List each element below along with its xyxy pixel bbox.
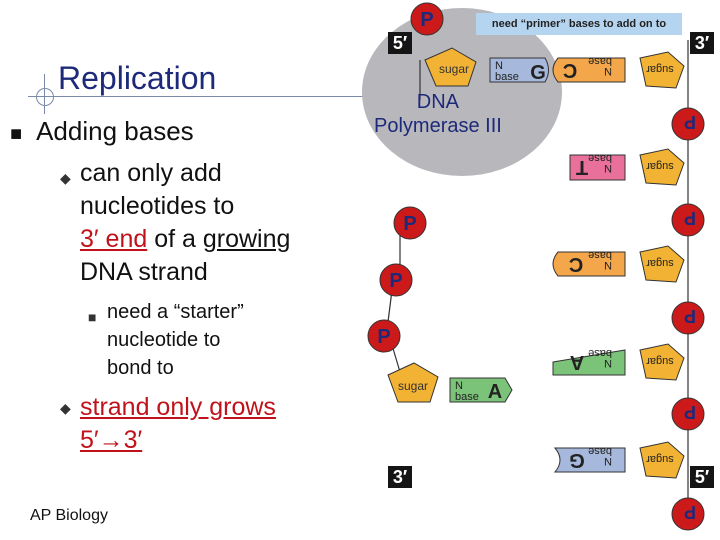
svg-text:N: N [604, 65, 612, 77]
phosphate-top [410, 2, 444, 36]
svg-text:G: G [569, 449, 585, 471]
phosphate-p1: P [393, 206, 427, 240]
subsub-line1: need a “starter” [107, 301, 244, 323]
svg-text:base: base [588, 347, 612, 359]
phosphate-p2-label: P [389, 270, 402, 292]
svg-text:A: A [570, 351, 584, 373]
footer-label: AP Biology [30, 507, 108, 524]
square-bullet-icon: ■ [10, 123, 23, 145]
template-labels: N base sugar P N base sugar P N base sug… [588, 55, 696, 522]
template-nucleotide-5: G [553, 441, 705, 531]
enzyme-label-line2: Polymerase III [374, 115, 502, 137]
phosphate-p2: P [379, 263, 413, 297]
sub1-line1: can only add [80, 159, 222, 187]
template-nucleotide-2: T [569, 148, 705, 237]
svg-text:C: C [563, 59, 577, 81]
svg-text:sugar: sugar [646, 453, 674, 465]
svg-text:sugar: sugar [646, 63, 674, 75]
end-label-top-left: 5′ [388, 32, 412, 54]
svg-text:P: P [684, 112, 696, 132]
sugar-top-label: sugar [439, 62, 469, 76]
sub-bullet-1: can only add nucleotides to 3′ end of a … [80, 157, 290, 289]
bullet-main-text: Adding bases [36, 116, 194, 146]
sugar-bottom-label: sugar [398, 379, 428, 393]
sub1-line3: 3′ end of a growing [80, 223, 290, 256]
bullet-main: ■ Adding bases [10, 116, 194, 147]
enzyme-label: DNA Polymerase III [374, 90, 502, 138]
base-a-bottom [449, 377, 513, 403]
diamond-bullet-icon-2: ◆ [60, 400, 71, 416]
sugar-top [424, 47, 477, 87]
enzyme-label-line1: DNA [416, 91, 460, 113]
svg-text:P: P [684, 208, 696, 228]
sub1-of-a: of a [147, 225, 203, 253]
svg-text:base: base [588, 55, 612, 67]
sugar-bottom [387, 362, 439, 403]
svg-text:sugar: sugar [646, 160, 674, 172]
svg-text:N: N [604, 259, 612, 271]
phosphate-p1-label: P [403, 213, 416, 235]
crosshair-circle [36, 88, 54, 106]
base-g-top [489, 57, 549, 83]
primer-note: need “primer” bases to add on to [476, 13, 682, 35]
sub1-line2: nucleotides to [80, 192, 235, 220]
sub1-end-text: 3′ end [80, 225, 148, 253]
sub2-line2: 5′→3′ [80, 426, 143, 454]
svg-text:base: base [588, 445, 612, 457]
subsub-line3: bond to [107, 357, 174, 379]
diamond-bullet-icon: ◆ [60, 170, 71, 186]
top-nucleotide: P sugar N base G [410, 2, 549, 87]
sub2-line1: strand only grows [80, 393, 276, 421]
template-nucleotide-4: A [552, 343, 705, 431]
base-bottom-n: N [455, 380, 463, 392]
svg-text:N: N [604, 162, 612, 174]
phosphate-p3: P [367, 319, 401, 353]
base-bottom-label: base [455, 391, 479, 403]
sub-sub-bullet: need a “starter” nucleotide to bond to [107, 298, 244, 382]
svg-text:T: T [576, 156, 588, 178]
template-nucleotide-1: C [552, 51, 705, 141]
phosphate-top-label: P [420, 9, 433, 31]
sub1-growing: growing [202, 225, 291, 253]
end-label-bottom-right: 5′ [690, 466, 714, 488]
subsub-line2: nucleotide to [107, 329, 221, 351]
small-square-bullet-icon: ■ [88, 309, 97, 325]
base-top-label: base [495, 71, 519, 83]
svg-text:P: P [684, 502, 696, 522]
svg-text:P: P [684, 306, 696, 326]
title-rule [28, 96, 428, 97]
base-top-letter: G [530, 62, 546, 84]
end-label-bottom-left: 3′ [388, 466, 412, 488]
svg-text:P: P [684, 402, 696, 422]
svg-text:base: base [588, 249, 612, 261]
svg-text:sugar: sugar [646, 355, 674, 367]
base-bottom-letter: A [488, 381, 502, 403]
svg-text:C: C [569, 253, 583, 275]
svg-text:sugar: sugar [646, 257, 674, 269]
slide-title: Replication [58, 60, 217, 96]
phosphate-p3-label: P [377, 326, 390, 348]
sub1-line4: DNA strand [80, 258, 208, 286]
end-label-top-right: 3′ [690, 32, 714, 54]
svg-text:base: base [588, 152, 612, 164]
bottom-nucleotide: sugar N base A [387, 362, 513, 403]
svg-text:N: N [604, 357, 612, 369]
base-top-n: N [495, 60, 503, 72]
svg-text:N: N [604, 455, 612, 467]
dna-polymerase-blob [362, 8, 562, 176]
template-nucleotide-3: C [552, 245, 705, 335]
sub-bullet-2: strand only grows 5′→3′ [80, 391, 276, 457]
